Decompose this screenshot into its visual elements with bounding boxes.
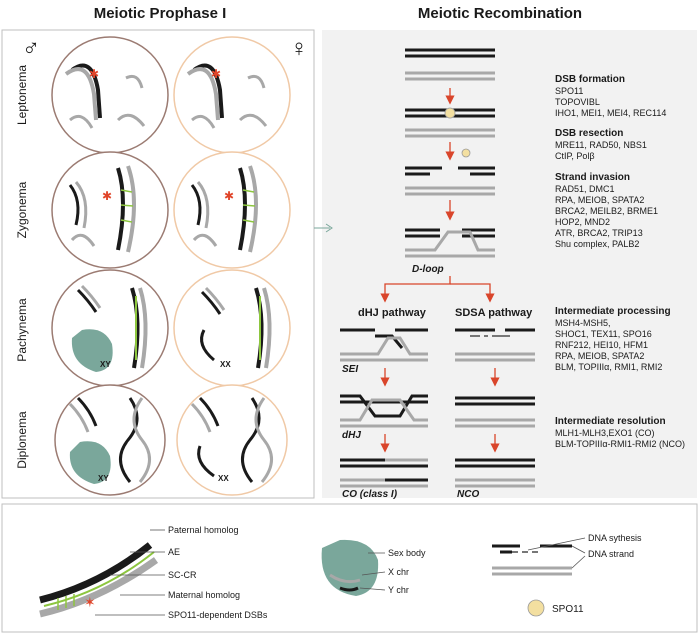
group-line: BRCA2, MEILB2, BRME1 bbox=[555, 206, 658, 216]
spo11-released bbox=[461, 148, 471, 158]
cell-leptonema-male: ✱ bbox=[51, 36, 169, 154]
group-line: Shu complex, PALB2 bbox=[555, 239, 639, 249]
stage-label-leptonema: Leptonema bbox=[15, 65, 29, 125]
dna-dloop bbox=[405, 228, 495, 258]
group-line: BLM-TOPIIIα-RMI1-RMI2 (NCO) bbox=[555, 439, 685, 449]
group-line: SPO11 bbox=[555, 86, 583, 96]
cell-diplonema-female: XX bbox=[176, 384, 288, 496]
legend-sccr: SC-CR bbox=[168, 570, 197, 580]
group-line: MSH4-MSH5, bbox=[555, 318, 611, 328]
label-sdsa-pathway: SDSA pathway bbox=[455, 307, 533, 319]
panel-connector-arrow bbox=[325, 223, 333, 233]
group-line: IHO1, MEI1, MEI4, REC114 bbox=[555, 108, 666, 118]
legend-homolog-diagram: ✶ bbox=[39, 542, 159, 618]
label-dhj: dHJ bbox=[342, 430, 361, 441]
label-dloop: D-loop bbox=[412, 264, 444, 275]
dsb-star-icon: ✶ bbox=[84, 594, 96, 610]
label-co: CO (class I) bbox=[342, 489, 398, 500]
group-line: MLH1-MLH3,EXO1 (CO) bbox=[555, 428, 655, 438]
label-sei: SEI bbox=[342, 364, 358, 375]
dna-sdsa-int bbox=[455, 328, 535, 362]
svg-text:✱: ✱ bbox=[224, 189, 234, 203]
legend-x-chr: X chr bbox=[388, 567, 409, 577]
dna-co bbox=[340, 458, 428, 488]
legend-paternal: Paternal homolog bbox=[168, 525, 239, 535]
stage-label-pachynema: Pachynema bbox=[15, 298, 29, 362]
legend-y-chr: Y chr bbox=[388, 585, 409, 595]
label-dhj-pathway: dHJ pathway bbox=[358, 307, 427, 319]
dna-dsb bbox=[405, 107, 495, 138]
dna-sei bbox=[340, 328, 428, 362]
group-title-intermediate-resolution: Intermediate resolution bbox=[555, 416, 666, 427]
group-line: RPA, MEIOB, SPATA2 bbox=[555, 351, 644, 361]
cell-zygonema-female: ✱ bbox=[173, 151, 291, 269]
arrow-to-sdsa bbox=[450, 283, 495, 303]
dna-intact bbox=[405, 48, 495, 81]
group-title-dsb-formation: DSB formation bbox=[555, 74, 625, 85]
right-title: Meiotic Recombination bbox=[418, 5, 582, 22]
group-line: CtIP, Polβ bbox=[555, 151, 595, 161]
cell-leptonema-female: ✱ bbox=[173, 36, 291, 154]
legend-maternal: Maternal homolog bbox=[168, 590, 240, 600]
group-line: HOP2, MND2 bbox=[555, 217, 610, 227]
legend-ae: AE bbox=[168, 547, 180, 557]
group-line: MRE11, RAD50, NBS1 bbox=[555, 140, 647, 150]
group-title-strand-invasion: Strand invasion bbox=[555, 172, 630, 183]
group-line: SHOC1, TEX11, SPO16 bbox=[555, 329, 652, 339]
svg-text:✱: ✱ bbox=[102, 189, 112, 203]
stage-label-diplonema: Diplonema bbox=[15, 411, 29, 469]
pachynema-xy-label: XY bbox=[100, 360, 111, 369]
group-line: RPA, MEIOB, SPATA2 bbox=[555, 195, 644, 205]
dna-nco bbox=[455, 458, 535, 488]
female-symbol: ♀ bbox=[290, 35, 308, 62]
stage-label-zygonema: Zygonema bbox=[15, 181, 29, 238]
spo11-icon bbox=[527, 599, 545, 617]
diplonema-xx-label: XX bbox=[218, 474, 229, 483]
group-line: ATR, BRCA2, TRIP13 bbox=[555, 228, 643, 238]
legend-spo11: SPO11 bbox=[552, 604, 584, 615]
cell-diplonema-male: XY bbox=[54, 384, 166, 496]
cell-zygonema-male: ✱ bbox=[51, 151, 169, 269]
group-title-intermediate-processing: Intermediate processing bbox=[555, 306, 671, 317]
legend-sex-body-label: Sex body bbox=[388, 548, 426, 558]
dna-resected bbox=[405, 166, 495, 196]
svg-text:✱: ✱ bbox=[89, 67, 99, 81]
protein-lists: DSB formation SPO11 TOPOVIBL IHO1, MEI1,… bbox=[555, 74, 685, 449]
legend-dsbs: SPO11-dependent DSBs bbox=[168, 610, 268, 620]
male-symbol: ♂ bbox=[22, 35, 40, 62]
pachynema-xx-label: XX bbox=[220, 360, 231, 369]
group-line: BLM, TOPIIIα, RMI1, RMI2 bbox=[555, 362, 662, 372]
group-line: RAD51, DMC1 bbox=[555, 184, 615, 194]
svg-text:✱: ✱ bbox=[211, 67, 221, 81]
legend-dna-diagram bbox=[492, 544, 572, 576]
left-title: Meiotic Prophase I bbox=[94, 5, 227, 22]
legend-sex-body bbox=[321, 539, 379, 596]
arrow-to-dhj bbox=[380, 276, 451, 303]
legend-dna-synthesis: DNA sythesis bbox=[588, 533, 642, 543]
label-nco: NCO bbox=[457, 489, 479, 500]
group-line: RNF212, HEI10, HFM1 bbox=[555, 340, 648, 350]
dna-dhj bbox=[340, 394, 428, 428]
dna-sdsa-resolved bbox=[455, 396, 535, 428]
group-title-dsb-resection: DSB resection bbox=[555, 128, 623, 139]
cell-pachynema-male: XY bbox=[51, 269, 169, 387]
group-line: TOPOVIBL bbox=[555, 97, 600, 107]
diplonema-xy-label: XY bbox=[98, 474, 109, 483]
cell-pachynema-female: XX bbox=[173, 269, 291, 387]
legend-dna-strand: DNA strand bbox=[588, 549, 634, 559]
